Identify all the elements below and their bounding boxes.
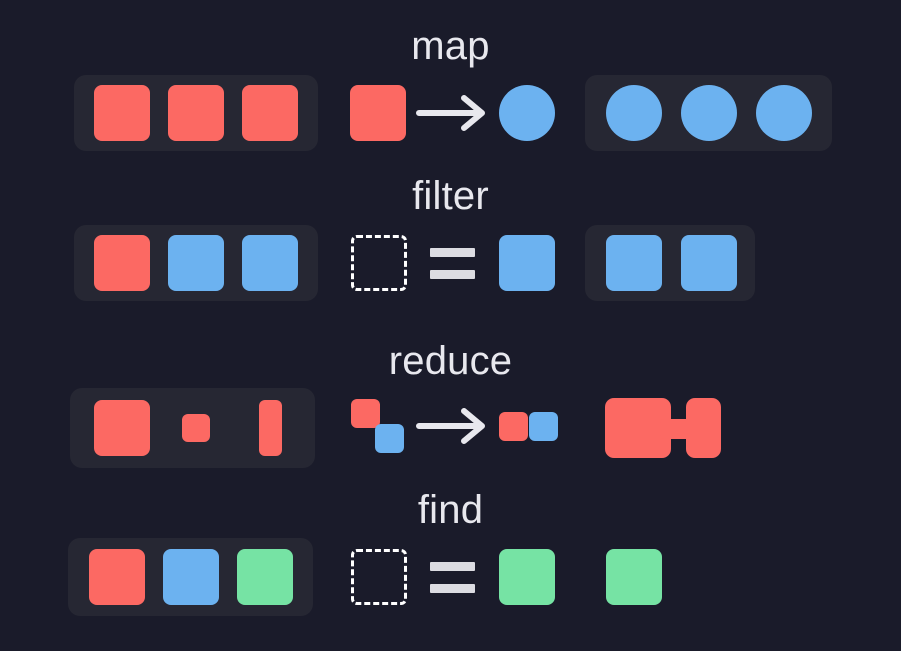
filter-input-square-1 bbox=[94, 235, 150, 291]
map-output-circle-2 bbox=[681, 85, 737, 141]
map-operation-arrow-icon bbox=[416, 94, 490, 132]
map-output-circle-3 bbox=[756, 85, 812, 141]
row-label-find: find bbox=[417, 488, 484, 532]
filter-predicate-match-square bbox=[499, 235, 555, 291]
map-input-square-2 bbox=[168, 85, 224, 141]
map-input-square-3 bbox=[242, 85, 298, 141]
row-label-map: map bbox=[411, 24, 490, 68]
find-input-square-1 bbox=[89, 549, 145, 605]
filter-equals-icon bbox=[430, 248, 475, 279]
map-operation-source-square bbox=[350, 85, 406, 141]
reduce-operation-source-red-square bbox=[351, 399, 380, 428]
filter-output-square-2 bbox=[681, 235, 737, 291]
find-input-square-2 bbox=[163, 549, 219, 605]
reduce-input-rect-tall bbox=[259, 400, 282, 456]
reduce-operation-result-blue-square bbox=[529, 412, 558, 441]
reduce-operation-source-blue-square bbox=[375, 424, 404, 453]
map-output-circle-1 bbox=[606, 85, 662, 141]
reduce-operation-arrow-icon bbox=[416, 407, 490, 445]
find-predicate-placeholder-square bbox=[351, 549, 407, 605]
find-equals-icon bbox=[430, 562, 475, 593]
map-operation-target-circle bbox=[499, 85, 555, 141]
filter-predicate-placeholder-square bbox=[351, 235, 407, 291]
row-label-reduce: reduce bbox=[388, 339, 513, 383]
reduce-input-square-small bbox=[182, 414, 210, 442]
reduce-output-merged-block bbox=[605, 398, 721, 458]
reduce-operation-result-red-square bbox=[499, 412, 528, 441]
find-output-square-1 bbox=[606, 549, 662, 605]
row-label-filter: filter bbox=[412, 174, 489, 218]
filter-output-square-1 bbox=[606, 235, 662, 291]
find-predicate-match-square bbox=[499, 549, 555, 605]
find-input-square-3 bbox=[237, 549, 293, 605]
map-input-square-1 bbox=[94, 85, 150, 141]
filter-input-square-3 bbox=[242, 235, 298, 291]
reduce-input-square-large bbox=[94, 400, 150, 456]
filter-input-square-2 bbox=[168, 235, 224, 291]
